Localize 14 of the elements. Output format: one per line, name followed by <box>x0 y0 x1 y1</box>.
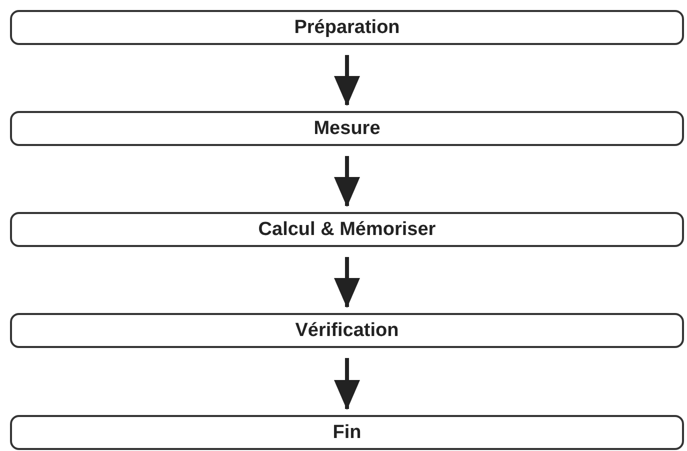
arrow <box>334 257 360 308</box>
step-label: Vérification <box>295 321 399 340</box>
process-box <box>10 415 684 450</box>
process-box <box>10 10 684 45</box>
arrow <box>334 55 360 106</box>
step-label: Préparation <box>294 18 400 37</box>
step-label: Calcul & Mémoriser <box>258 220 436 239</box>
process-box <box>10 212 684 247</box>
step-label: Mesure <box>314 119 380 138</box>
step-label: Fin <box>332 423 362 442</box>
arrow <box>334 156 360 207</box>
process-box <box>10 111 684 146</box>
process-box <box>10 313 684 348</box>
arrow <box>334 358 360 410</box>
